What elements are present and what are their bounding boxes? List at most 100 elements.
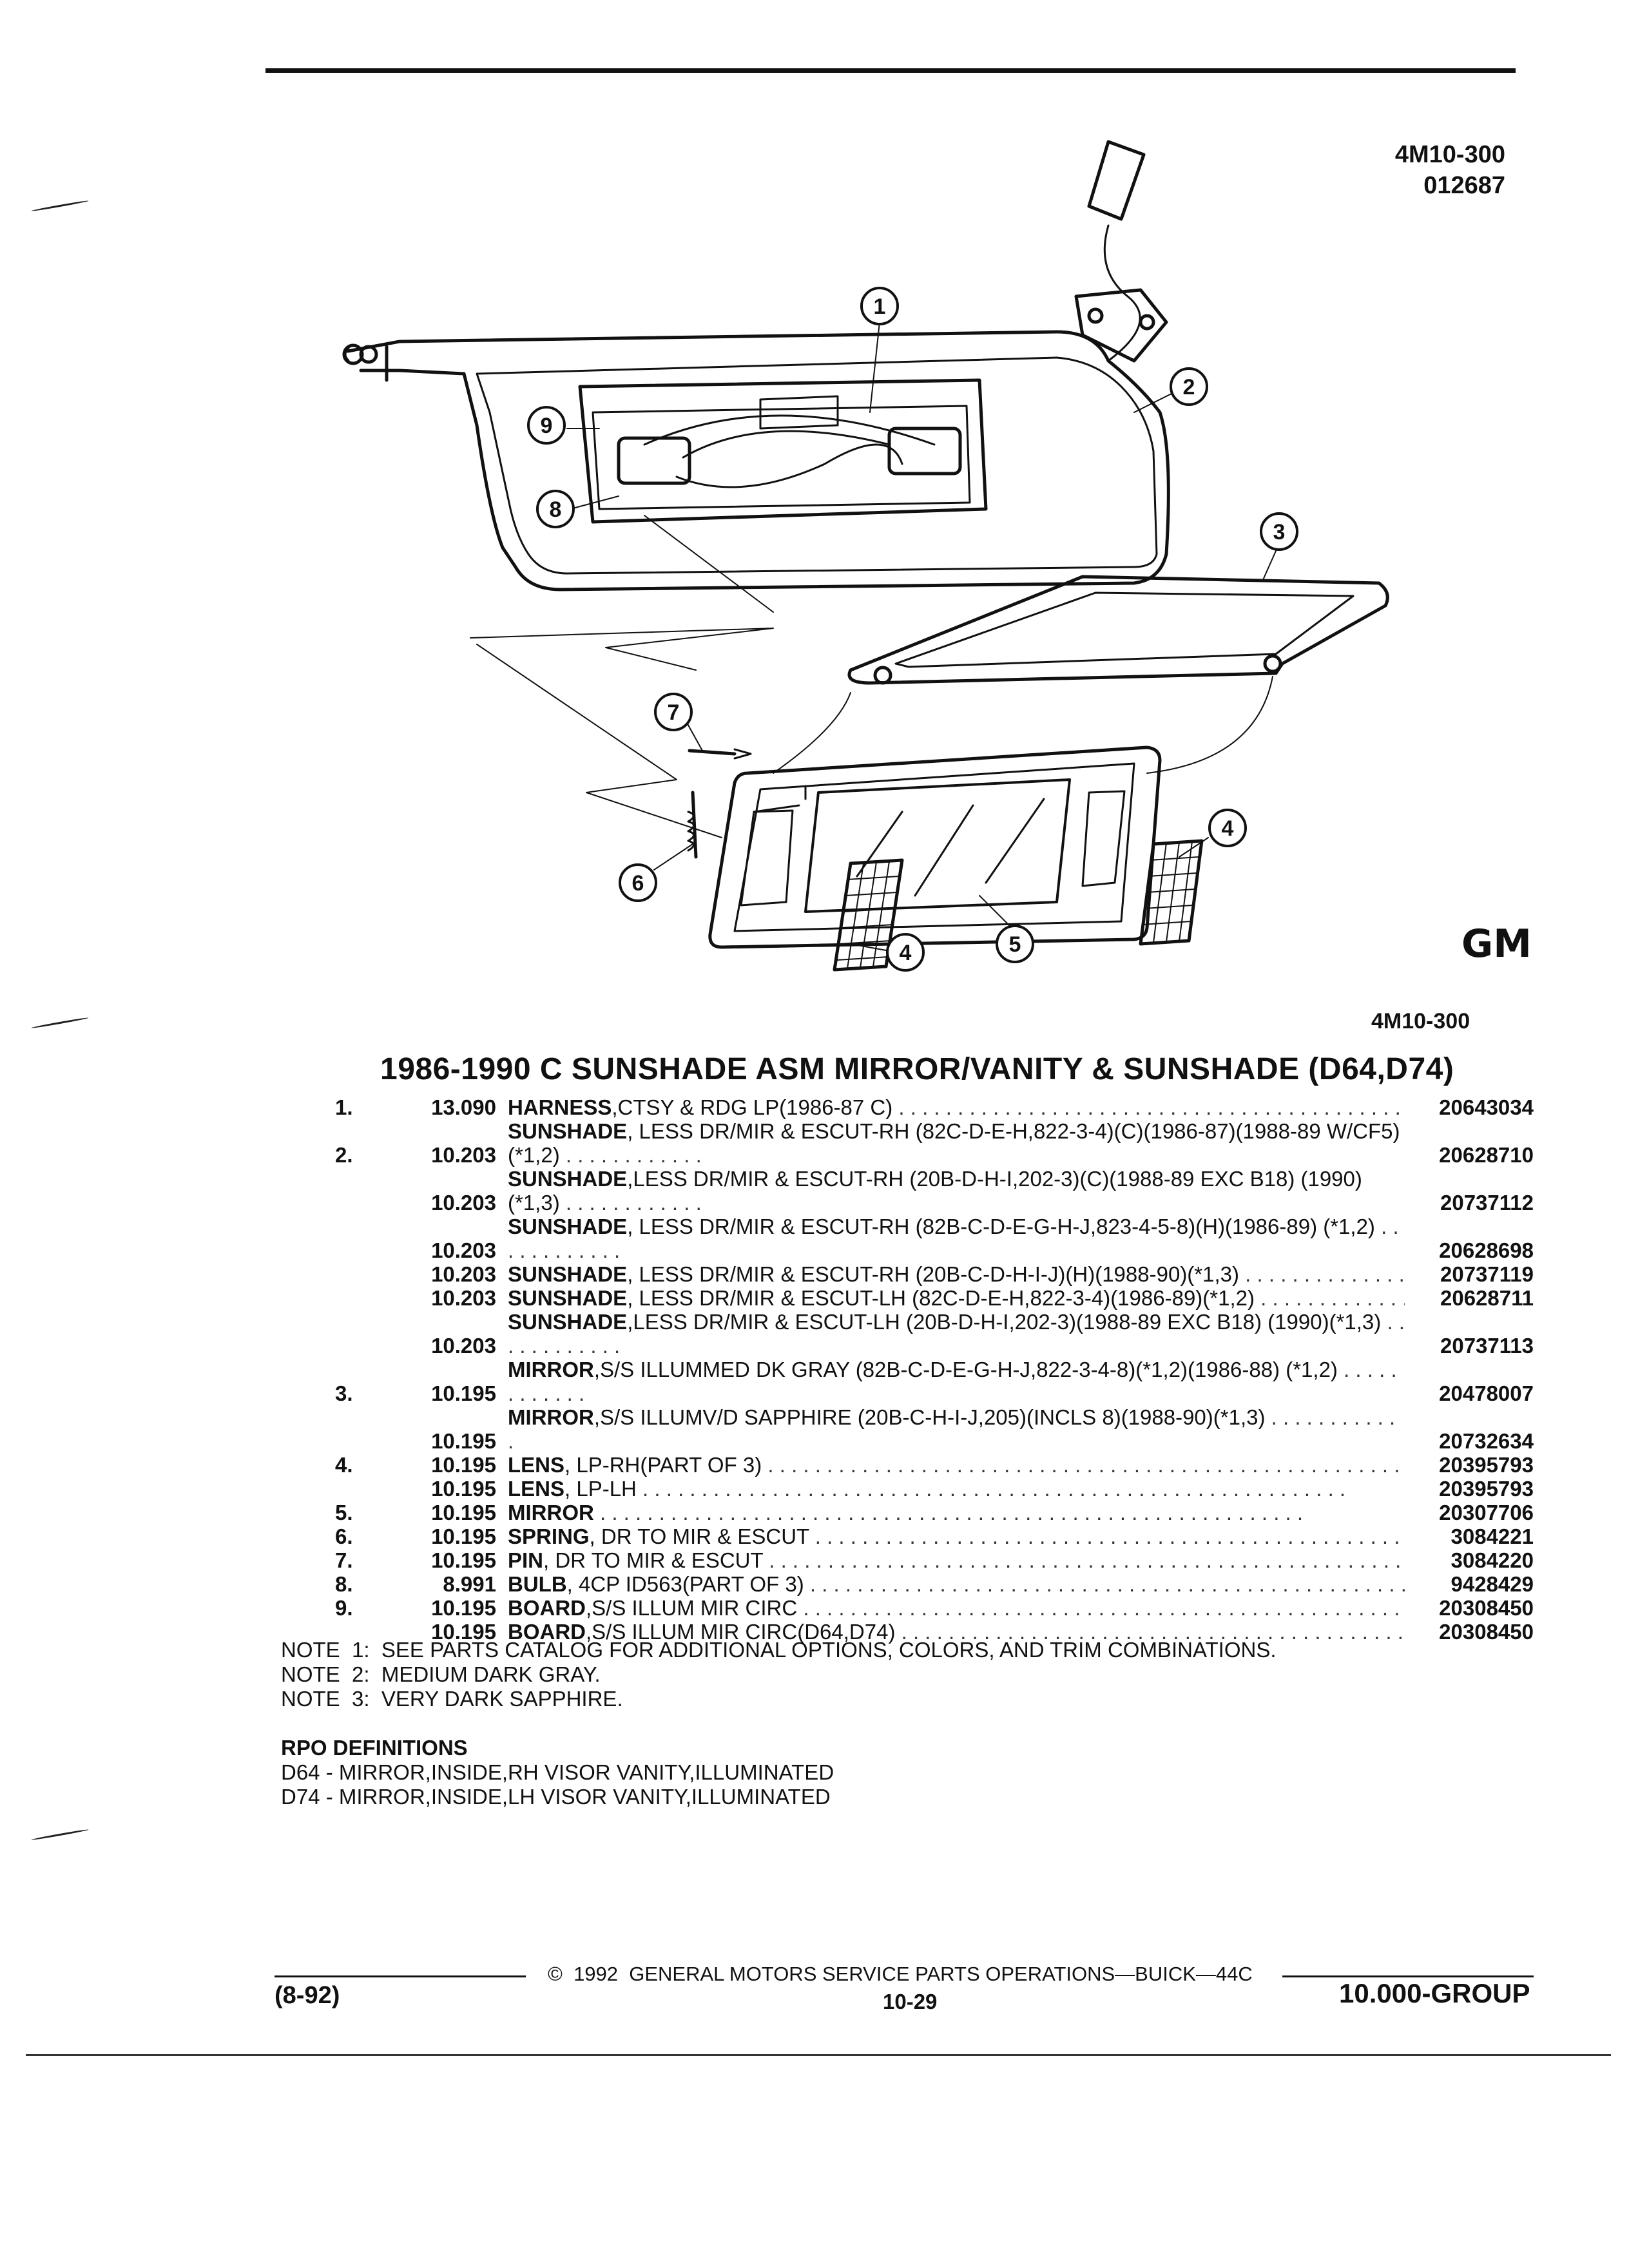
part-description: LENS, LP-LH . . . . . . . . . . . . . . … (508, 1477, 1405, 1501)
svg-text:6: 6 (632, 871, 644, 896)
notes: NOTE 1: SEE PARTS CATALOG FOR ADDITIONAL… (281, 1638, 1277, 1711)
svg-text:5: 5 (1009, 932, 1021, 957)
part-number: 3084220 (1451, 1548, 1534, 1572)
item-number: 9. (335, 1596, 353, 1620)
part-detail: , LP-LH (564, 1477, 637, 1501)
scan-mark (31, 1017, 89, 1029)
part-number: 20737112 (1440, 1191, 1534, 1215)
illustration-caption-code: 4M10-300 (1371, 1009, 1470, 1033)
callout-2: 2 (1170, 367, 1208, 406)
part-detail: ,S/S ILLUM MIR CIRC (586, 1596, 798, 1620)
dot-leader: . . . . . . . . . . . . . . . . . . . . … (1260, 1286, 1405, 1310)
footer-date: (8-92) (275, 1982, 340, 2009)
part-number: 20308450 (1439, 1620, 1534, 1644)
rpo-d74: D74 - MIRROR,INSIDE,LH VISOR VANITY,ILLU… (281, 1785, 831, 1809)
part-name: SUNSHADE (508, 1286, 628, 1310)
callout-9: 9 (527, 406, 566, 445)
bottom-rule (26, 2054, 1611, 2056)
part-description: LENS, LP-RH(PART OF 3) . . . . . . . . .… (508, 1453, 1405, 1477)
part-name: BOARD (508, 1596, 586, 1620)
part-detail: , DR TO MIR & ESCUT (589, 1524, 809, 1548)
part-description: HARNESS,CTSY & RDG LP(1986-87 C) . . . .… (508, 1095, 1405, 1119)
header-rule (265, 68, 1516, 73)
dot-leader: . . . . . . . . . . . . . . . . . . . . … (898, 1095, 1405, 1119)
group-code: 13.090 (431, 1095, 496, 1119)
group-code: 10.195 (431, 1501, 496, 1524)
group-code: 10.195 (431, 1429, 496, 1453)
dot-leader: . . . . . . . . . . . . . . . . . . . . … (1245, 1262, 1405, 1286)
part-name: BOARD (508, 1620, 586, 1644)
part-description: BOARD,S/S ILLUM MIR CIRC(D64,D74) . . . … (508, 1620, 1405, 1644)
item-number: 6. (335, 1524, 353, 1548)
callout-4b: 4 (886, 933, 925, 972)
copyright: © 1992 GENERAL MOTORS SERVICE PARTS OPER… (548, 1963, 1253, 1985)
rpo-d64: D64 - MIRROR,INSIDE,RH VISOR VANITY,ILLU… (281, 1760, 834, 1784)
callout-3: 3 (1260, 512, 1298, 551)
svg-text:9: 9 (541, 414, 553, 438)
part-detail: , LP-RH(PART OF 3) (564, 1453, 762, 1477)
dot-leader: . . . . . . . . . . . . . . . . . . . . … (593, 1501, 1304, 1524)
part-number: 20737113 (1440, 1334, 1534, 1358)
dot-leader: . . . . . . . . . . . . (559, 1191, 702, 1215)
part-name: BULB (508, 1572, 567, 1596)
part-number: 20628710 (1439, 1143, 1534, 1167)
part-number: 9428429 (1451, 1572, 1534, 1596)
item-number: 8. (335, 1572, 353, 1596)
part-name: SUNSHADE (508, 1262, 628, 1286)
dot-leader: . . . . . . . . . . . . (508, 1310, 1405, 1358)
svg-text:1: 1 (874, 294, 886, 319)
group-code: 10.195 (431, 1477, 496, 1501)
part-number: 20732634 (1439, 1429, 1534, 1453)
parts-row: 10.195 LENS, LP-LH . . . . . . . . . . . … (335, 1477, 1534, 1501)
part-name: MIRROR (508, 1358, 594, 1381)
part-name: SUNSHADE (508, 1310, 628, 1334)
part-description: PIN, DR TO MIR & ESCUT . . . . . . . . .… (508, 1548, 1405, 1572)
part-name: SUNSHADE (508, 1119, 628, 1143)
part-name: HARNESS (508, 1095, 612, 1119)
part-name: LENS (508, 1477, 565, 1501)
rpo-definitions: RPO DEFINITIONS D64 - MIRROR,INSIDE,RH V… (281, 1736, 834, 1809)
parts-row: 9. 10.195 BOARD,S/S ILLUM MIR CIRC . . . .… (335, 1596, 1534, 1620)
part-description: BOARD,S/S ILLUM MIR CIRC . . . . . . . .… (508, 1596, 1405, 1620)
item-number: 2. (335, 1143, 353, 1167)
part-number: 20737119 (1440, 1262, 1534, 1286)
svg-text:4: 4 (1222, 816, 1234, 841)
svg-text:4: 4 (900, 941, 912, 965)
dot-leader: . . . . . . . . . . . . (508, 1215, 1399, 1262)
note-1: NOTE 1: SEE PARTS CATALOG FOR ADDITIONAL… (281, 1638, 1277, 1662)
part-detail: ,LESS DR/MIR & ESCUT-RH (20B-D-H-I,202-3… (508, 1167, 1362, 1215)
part-description: MIRROR . . . . . . . . . . . . . . . . .… (508, 1501, 1405, 1524)
part-detail: ,LESS DR/MIR & ESCUT-LH (20B-D-H-I,202-3… (627, 1310, 1382, 1334)
part-description: SUNSHADE, LESS DR/MIR & ESCUT-RH (82B-C-… (508, 1215, 1405, 1262)
part-number: 20628711 (1440, 1286, 1534, 1310)
dot-leader: . . . . . . . . . . . . . . . . . . . . … (762, 1453, 1405, 1477)
part-detail: , LESS DR/MIR & ESCUT-RH (82B-C-D-E-G-H-… (627, 1215, 1375, 1238)
svg-text:3: 3 (1273, 520, 1286, 544)
dot-leader: . . . . . . . . . . . . . . . . . . . . … (809, 1572, 1405, 1596)
part-number: 20395793 (1439, 1453, 1534, 1477)
callout-6: 6 (619, 863, 657, 902)
note-3: NOTE 3: VERY DARK SAPPHIRE. (281, 1687, 623, 1711)
footer-rule-right (1282, 1975, 1534, 1977)
note-2: NOTE 2: MEDIUM DARK GRAY. (281, 1662, 601, 1686)
dot-leader: . . . . . . . . . . . . (508, 1405, 1396, 1453)
callout-1: 1 (860, 287, 899, 325)
part-name: MIRROR (508, 1405, 594, 1429)
part-number: 20643034 (1439, 1095, 1534, 1119)
callout-7: 7 (654, 693, 693, 731)
group-code: 10.195 (431, 1596, 496, 1620)
part-detail: , LESS DR/MIR & ESCUT-RH (20B-C-D-H-I-J)… (627, 1262, 1240, 1286)
group-code: 10.203 (431, 1286, 496, 1310)
item-number: 5. (335, 1501, 353, 1524)
part-name: LENS (508, 1453, 565, 1477)
footer-rule-left (275, 1975, 526, 1977)
